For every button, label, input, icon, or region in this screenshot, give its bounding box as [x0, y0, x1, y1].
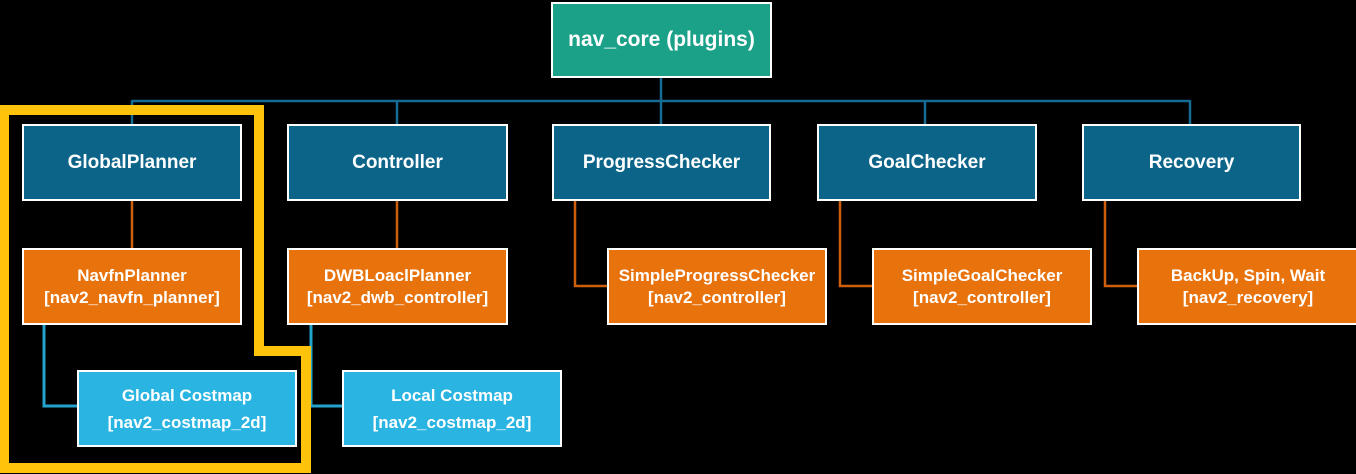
- node-local-costmap: Local Costmap [nav2_costmap_2d]: [342, 370, 562, 447]
- costmap-title: Local Costmap: [391, 385, 513, 405]
- node-dwb-local-planner: DWBLoaclPlanner [nav2_dwb_controller]: [287, 248, 508, 325]
- node-recovery-behaviors: BackUp, Spin, Wait [nav2_recovery]: [1137, 248, 1356, 325]
- costmap-package: [nav2_costmap_2d]: [107, 412, 267, 432]
- node-simple-goal-checker: SimpleGoalChecker [nav2_controller]: [872, 248, 1092, 325]
- node-controller: Controller: [287, 124, 508, 201]
- plugin-title: SimpleGoalChecker: [901, 265, 1063, 285]
- node-goal-checker: GoalChecker: [817, 124, 1037, 201]
- plugin-package: [nav2_controller]: [648, 287, 786, 307]
- plugin-package: [nav2_dwb_controller]: [306, 287, 489, 307]
- plugin-title: DWBLoaclPlanner: [323, 265, 472, 285]
- plugin-package: [nav2_recovery]: [1182, 287, 1314, 307]
- node-navfn-planner: NavfnPlanner [nav2_navfn_planner]: [22, 248, 242, 325]
- costmap-package: [nav2_costmap_2d]: [372, 412, 532, 432]
- node-global-planner: GlobalPlanner: [22, 124, 242, 201]
- plugin-package: [nav2_navfn_planner]: [44, 287, 220, 307]
- node-progress-checker: ProgressChecker: [552, 124, 771, 201]
- plugin-title: SimpleProgressChecker: [618, 265, 816, 285]
- plugin-package: [nav2_controller]: [913, 287, 1051, 307]
- plugin-title: BackUp, Spin, Wait: [1170, 265, 1326, 285]
- node-global-costmap: Global Costmap [nav2_costmap_2d]: [77, 370, 297, 447]
- plugin-title: NavfnPlanner: [77, 265, 187, 285]
- node-nav-core: nav_core (plugins): [551, 2, 772, 78]
- node-recovery: Recovery: [1082, 124, 1301, 201]
- node-simple-progress-checker: SimpleProgressChecker [nav2_controller]: [607, 248, 827, 325]
- costmap-title: Global Costmap: [121, 385, 253, 405]
- tree-connectors: [130, 78, 1192, 124]
- highlight-outline: [0, 105, 311, 473]
- plugin-connectors: [130, 201, 1137, 288]
